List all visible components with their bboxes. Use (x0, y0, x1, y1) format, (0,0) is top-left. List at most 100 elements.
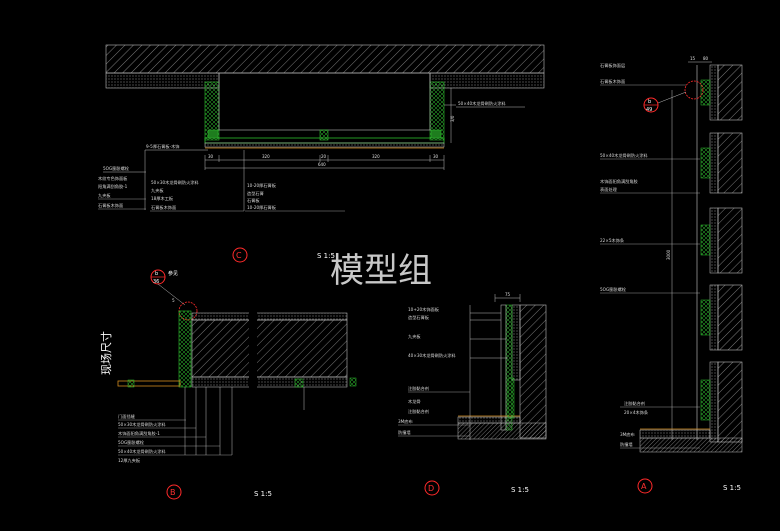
section-d-skirting (507, 377, 515, 419)
section-b-note-5: 50×40木龙骨刷防火涂料 (118, 448, 166, 455)
section-d: 75 10+20木饰面板 造型石膏板 九夹板 40×30木龙骨刷防火涂料 注胶黏… (398, 292, 547, 496)
section-c-dim-2: 320 (262, 154, 270, 159)
section-b-block-1 (294, 378, 304, 388)
section-a-note-1: 石膏板饰面层 (600, 62, 625, 69)
section-b-note-3: 木饰面阳角满刮角胶-1 (118, 430, 160, 437)
section-c-right-block (429, 72, 545, 89)
section-c-inner-box (218, 72, 431, 131)
section-c-left-cap (207, 129, 219, 139)
section-a-stud-3 (700, 224, 711, 256)
section-c-note-right-4: 10-20厚石膏板 (247, 204, 277, 211)
section-c-note-mid-1: 50×30木龙骨刷防火涂料 (151, 179, 199, 186)
section-a-stud-5 (700, 379, 711, 421)
section-b-block-2 (349, 377, 357, 387)
section-b-marker: B (170, 488, 176, 497)
section-c-note-mid-3: 18厚木工板 (151, 195, 174, 202)
section-c-slab (105, 44, 545, 74)
section-d-floor-base (457, 422, 547, 440)
section-c-note-right-3: 石膏板 (247, 197, 260, 204)
section-a-board-5 (709, 361, 719, 443)
section-a-note-11: 防撞墙 (620, 441, 633, 448)
watermark-text: 模型组 (330, 251, 432, 291)
section-d-wall (519, 304, 547, 439)
section-d-note-3: 九夹板 (408, 333, 421, 340)
section-c-note-left-3: 九夹板 (98, 192, 111, 199)
section-a-callout-leader (657, 91, 687, 104)
section-d-note-1: 10+20木饰面板 (408, 306, 440, 313)
section-a-floor (639, 429, 711, 439)
section-b-callout-leader (157, 283, 186, 306)
section-d-note-9: 防撞墙 (398, 429, 411, 436)
section-c-note-mid-4: 石膏板木饰面 (151, 204, 176, 211)
section-c-dim-5: 30 (433, 154, 439, 159)
section-a-note-8: 注胶黏合剂 (624, 400, 645, 407)
section-c-note-top: 5OG膨胀螺栓 (103, 165, 130, 172)
section-c-label-right: 50×40木龙骨刷防火涂料 (458, 100, 506, 107)
section-a-dim-vertical: 3000 (666, 249, 671, 260)
section-b-callout-note: 参见 (168, 270, 178, 277)
section-a-wall-5 (717, 361, 743, 443)
section-b-panel-bottom (191, 376, 348, 388)
section-c-bottom-finish (204, 142, 445, 148)
section-c-right-cap (430, 129, 442, 139)
section-b-wall (178, 310, 192, 388)
section-c-note-right-2: 造型石膏 (247, 190, 264, 197)
section-c-scale: S 1:5 (317, 252, 335, 260)
section-a-wall-1 (717, 64, 743, 121)
section-a-wall-2 (717, 132, 743, 194)
section-a-note-7: 5OG膨胀螺栓 (600, 286, 627, 293)
section-a-scale: S 1:5 (723, 484, 741, 492)
section-a-note-6: 22×5木饰条 (600, 237, 625, 244)
section-d-note-2: 造型石膏板 (408, 314, 430, 321)
section-a-note-4: 木饰面阳角满刮角胶 (600, 178, 638, 185)
section-b-scale: S 1:5 (254, 490, 272, 498)
section-a-wall-4 (717, 284, 743, 351)
section-b-note-2: 50×30木龙骨刷防火涂料 (118, 421, 166, 428)
section-b-panel-top (191, 312, 348, 321)
section-d-note-7: 注胶黏合剂 (408, 408, 429, 415)
section-c-dim-3: 20 (321, 154, 327, 159)
section-a-callout-bottom: 49 (646, 107, 652, 113)
section-b-note-6: 12厚九夹板 (118, 457, 141, 464)
section-d-marker-circle (424, 480, 440, 496)
section-a-note-3: 50×40木龙骨刷防火涂料 (600, 152, 648, 159)
section-c-dim-total: 640 (318, 162, 326, 167)
section-d-note-6: 木龙骨 (408, 398, 421, 405)
section-c-note-right-1: 10-20厚石膏板 (247, 182, 277, 189)
section-a: 15 80 3000 b 49 石膏板饰面层 (600, 56, 743, 494)
section-a-stud-4 (700, 299, 711, 336)
section-a-note-10: 3M底布 (620, 431, 635, 438)
section-b-note-4: 5OG膨胀螺栓 (118, 439, 145, 446)
section-a-board-4 (709, 284, 719, 351)
section-c-dim-1: 30 (208, 154, 214, 159)
section-b-left-rod (117, 380, 181, 387)
section-b-panel-body (191, 319, 348, 378)
section-b-callout-top: b (155, 271, 158, 277)
section-c-side-dim-label: 3/0 (450, 115, 455, 122)
section-a-note-5: 表面处理 (600, 186, 618, 193)
section-d-scale: S 1:5 (511, 486, 529, 494)
section-c-marker: C (236, 251, 242, 260)
section-d-board (511, 304, 521, 381)
section-b-marker-circle (166, 484, 182, 500)
section-a-board-3 (709, 207, 719, 274)
section-b-dim-top: 5 (172, 298, 175, 303)
section-a-stud-2 (700, 147, 711, 179)
section-a-board-2 (709, 132, 719, 194)
section-c-note-left-2: 阳角满刮角胶-1 (98, 183, 128, 190)
section-b-callout-bottom: 36 (153, 279, 159, 285)
section-a-wall-3 (717, 207, 743, 274)
section-a-marker: A (641, 482, 647, 491)
section-a-callout-top: b (648, 99, 651, 105)
section-d-marker: D (428, 484, 434, 493)
section-d-note-5: 注胶黏合剂 (408, 385, 429, 392)
section-d-note-8: 3M底布 (398, 418, 413, 425)
section-b-break (249, 310, 257, 390)
section-a-marker-circle (637, 478, 653, 494)
section-c-left-block (105, 72, 220, 89)
section-c-mid-block (319, 129, 329, 141)
section-d-note-4: 40×30木龙骨刷防火涂料 (408, 352, 456, 359)
section-a-stud-1 (700, 79, 711, 106)
section-a-note-9: 20×4木饰条 (624, 409, 649, 416)
